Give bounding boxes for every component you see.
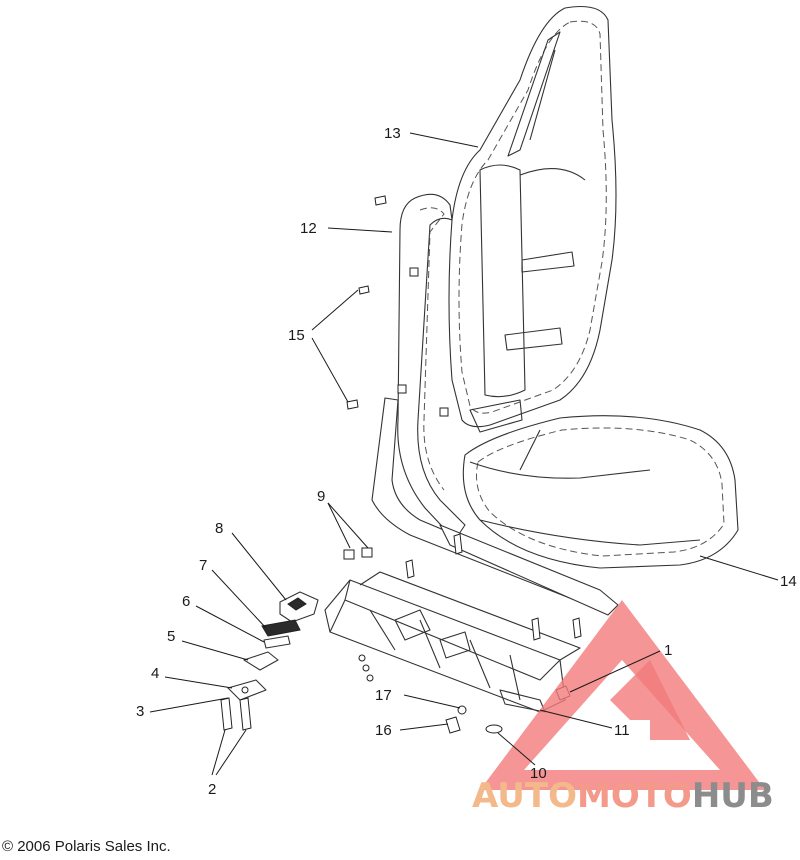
watermark-logo (480, 600, 765, 790)
callout-labels: 13 12 15 9 8 7 6 5 4 3 2 17 16 10 11 1 1… (136, 125, 797, 798)
seat-back (448, 5, 617, 433)
watermark-hub: HUB (691, 776, 774, 816)
back-frame (371, 193, 619, 616)
callout-11: 11 (614, 722, 630, 739)
latch-assembly (227, 591, 319, 701)
latch-spring (263, 635, 291, 649)
callout-4: 4 (151, 665, 159, 682)
callout-17: 17 (375, 687, 392, 704)
callout-6: 6 (182, 593, 190, 610)
callout-13: 13 (384, 125, 401, 142)
callout-9: 9 (317, 488, 325, 505)
callout-15: 15 (288, 327, 305, 344)
callout-1: 1 (664, 642, 672, 659)
latch-plate (261, 619, 301, 637)
watermark-wordmark: AUTOMOTOHUB (472, 776, 774, 816)
callout-8: 8 (215, 520, 223, 537)
leader-lines (149, 132, 779, 776)
callout-12: 12 (300, 220, 317, 237)
watermark-moto: MOTO (576, 776, 692, 816)
latch-washer (243, 651, 279, 671)
callout-16: 16 (375, 722, 392, 739)
seat-cushion (462, 415, 739, 569)
callout-3: 3 (136, 703, 144, 720)
callout-14: 14 (780, 573, 797, 590)
callout-10: 10 (530, 765, 547, 782)
callout-2: 2 (208, 781, 216, 798)
watermark-auto: AUTO (472, 776, 577, 816)
seat-base (324, 571, 581, 713)
callout-7: 7 (199, 557, 207, 574)
callout-5: 5 (167, 628, 175, 645)
copyright-notice: © 2006 Polaris Sales Inc. (2, 838, 171, 855)
